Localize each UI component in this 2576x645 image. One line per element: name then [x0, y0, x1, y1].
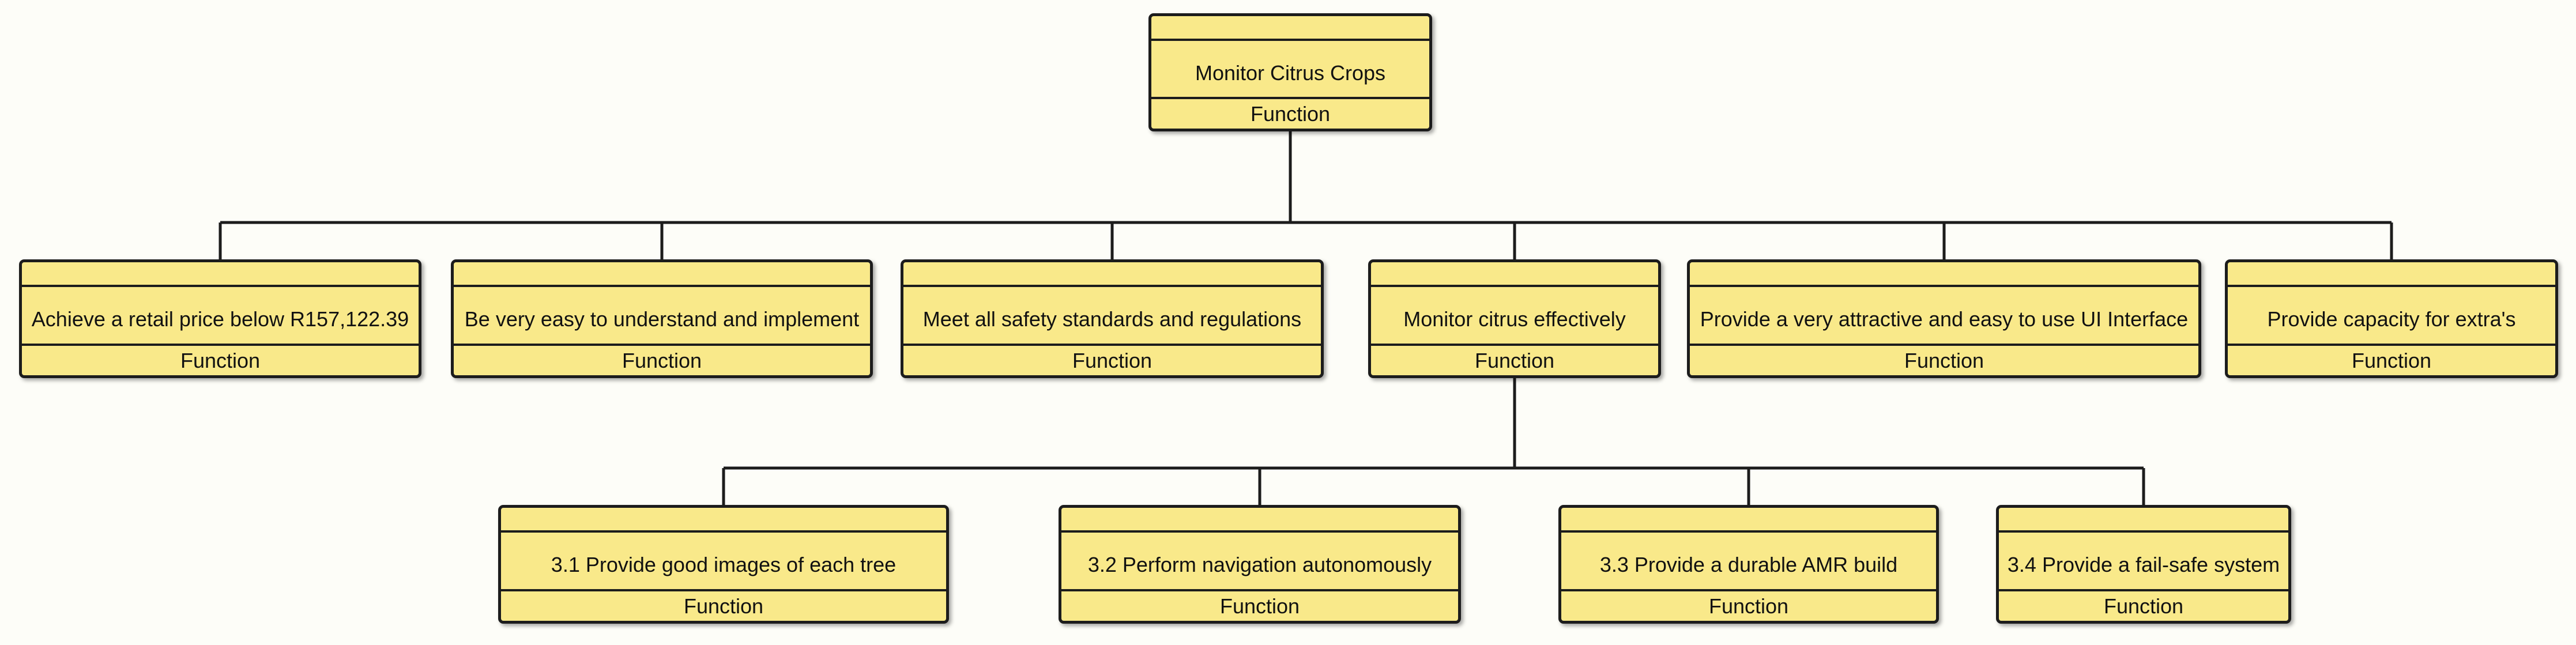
node-capacity-for-extras[interactable]: Provide capacity for extra's Function	[2225, 259, 2558, 378]
node-safety-standards[interactable]: Meet all safety standards and regulation…	[901, 259, 1324, 378]
node-title: Meet all safety standards and regulation…	[922, 307, 1302, 331]
node-header-band	[2228, 262, 2555, 287]
node-monitor-citrus-effectively[interactable]: Monitor citrus effectively Function	[1368, 259, 1661, 378]
node-type: Function	[22, 344, 419, 375]
node-type: Function	[454, 344, 870, 375]
node-header-band	[501, 508, 946, 533]
node-header-band	[22, 262, 419, 287]
node-title: Monitor citrus effectively	[1403, 307, 1626, 331]
node-3-3-durable-amr[interactable]: 3.3 Provide a durable AMR build Function	[1558, 505, 1939, 624]
node-title: Be very easy to understand and implement	[464, 307, 860, 331]
node-header-band	[1371, 262, 1658, 287]
node-header-band	[1061, 508, 1458, 533]
node-header-band	[454, 262, 870, 287]
node-type: Function	[501, 589, 946, 621]
node-type: Function	[1561, 589, 1936, 621]
node-achieve-retail-price[interactable]: Achieve a retail price below R157,122.39…	[19, 259, 421, 378]
node-3-1-good-images[interactable]: 3.1 Provide good images of each tree Fun…	[498, 505, 949, 624]
node-title: 3.2 Perform navigation autonomously	[1087, 553, 1432, 576]
node-header-band	[1690, 262, 2198, 287]
node-header-band	[1151, 16, 1429, 41]
node-title: 3.4 Provide a fail-safe system	[2007, 553, 2280, 576]
node-type: Function	[2228, 344, 2555, 375]
node-attractive-ui-interface[interactable]: Provide a very attractive and easy to us…	[1687, 259, 2201, 378]
node-type: Function	[1999, 589, 2288, 621]
node-header-band	[1561, 508, 1936, 533]
node-title: Provide capacity for extra's	[2267, 307, 2516, 331]
node-title: Achieve a retail price below R157,122.39	[31, 307, 409, 331]
node-3-4-fail-safe[interactable]: 3.4 Provide a fail-safe system Function	[1996, 505, 2291, 624]
node-header-band	[1999, 508, 2288, 533]
node-type: Function	[1371, 344, 1658, 375]
node-title: 3.1 Provide good images of each tree	[551, 553, 897, 576]
node-header-band	[903, 262, 1321, 287]
node-easy-to-understand[interactable]: Be very easy to understand and implement…	[451, 259, 873, 378]
node-title: 3.3 Provide a durable AMR build	[1599, 553, 1898, 576]
node-3-2-navigation[interactable]: 3.2 Perform navigation autonomously Func…	[1059, 505, 1461, 624]
node-type: Function	[903, 344, 1321, 375]
node-title: Provide a very attractive and easy to us…	[1700, 307, 2189, 331]
node-type: Function	[1690, 344, 2198, 375]
node-type: Function	[1061, 589, 1458, 621]
node-title: Monitor Citrus Crops	[1195, 61, 1386, 85]
node-type: Function	[1151, 97, 1429, 129]
node-monitor-citrus-crops[interactable]: Monitor Citrus Crops Function	[1148, 13, 1432, 131]
